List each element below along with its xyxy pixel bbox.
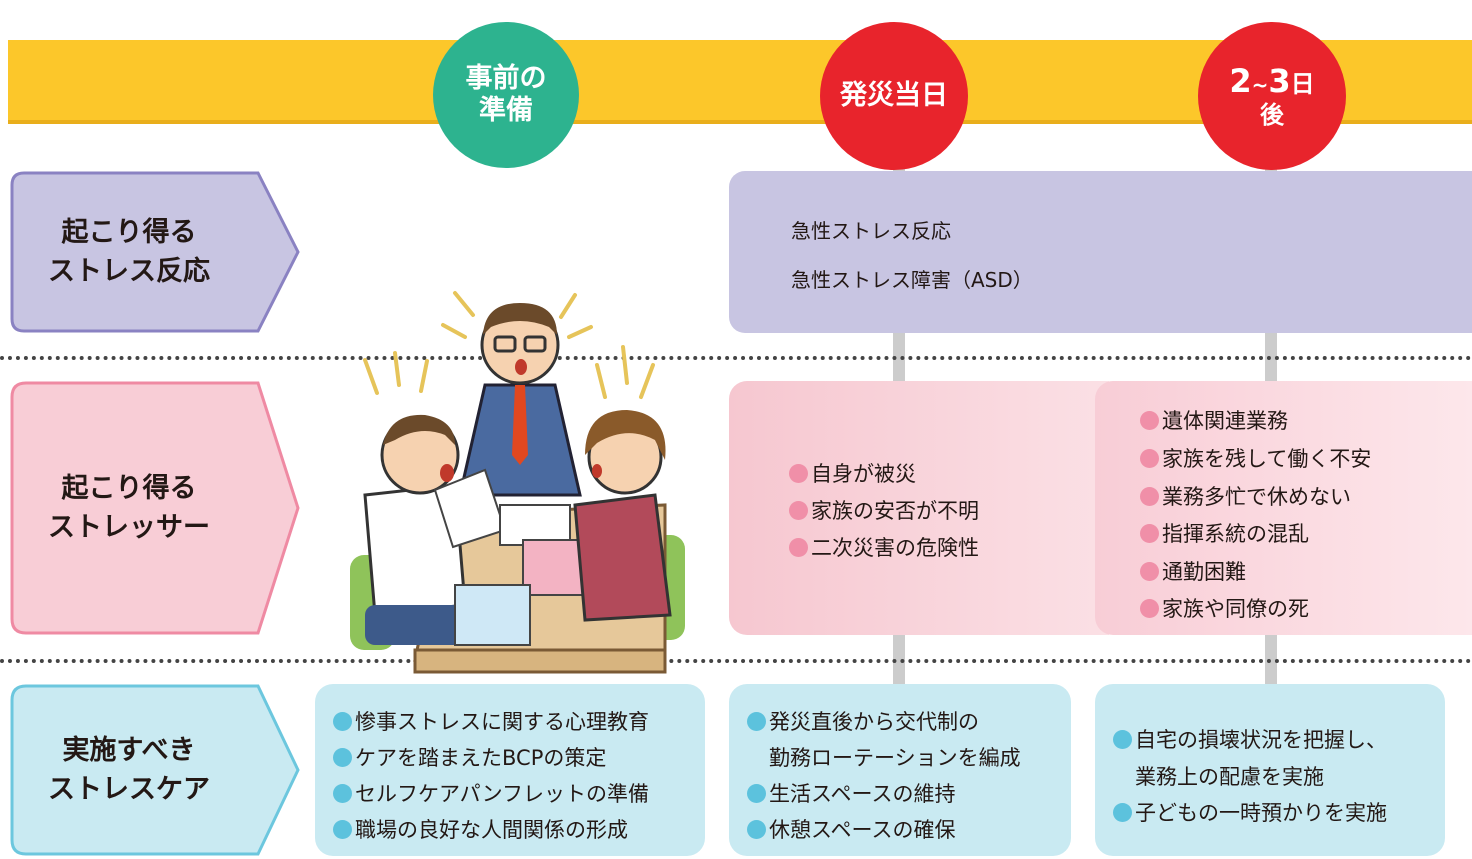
- row-label-care: 実施すべき ストレスケア: [10, 684, 300, 856]
- bullet-icon: [747, 783, 766, 803]
- stressor-after-item: 通勤困難: [1140, 556, 1246, 586]
- bullet-icon: [1140, 523, 1159, 543]
- care-day-text: 生活スペースの維持: [769, 782, 956, 806]
- care-pre-text: セルフケアパンフレットの準備: [355, 782, 649, 806]
- phase-after-num2: 3: [1268, 62, 1291, 101]
- phase-after-num: 2: [1229, 62, 1252, 101]
- stressor-after-item: 家族や同僚の死: [1140, 593, 1309, 623]
- stressor-day-text: 家族の安否が不明: [811, 499, 979, 523]
- bullet-icon: [333, 783, 352, 803]
- care-pre-text: ケアを踏まえたBCPの策定: [355, 746, 607, 770]
- reaction-panel: 急性ストレス反応 急性ストレス障害（ASD）: [729, 171, 1472, 333]
- care-day-text-cont: 勤務ローテーションを編成: [769, 746, 1021, 770]
- care-after-item: 自宅の損壊状況を把握し、: [1113, 724, 1387, 754]
- row-separator-1: [0, 356, 1472, 360]
- stressor-day-text: 二次災害の危険性: [811, 536, 979, 560]
- care-pre-text: 惨事ストレスに関する心理教育: [355, 710, 649, 734]
- care-day-item: 発災直後から交代制の: [747, 706, 979, 736]
- bullet-icon: [1140, 598, 1159, 618]
- stressor-panel-after: 遺体関連業務 家族を残して働く不安 業務多忙で休めない 指揮系統の混乱 通勤困難…: [1095, 381, 1472, 635]
- care-pre-item: セルフケアパンフレットの準備: [333, 778, 649, 808]
- row-label-stressor-line2: ストレッサー: [48, 512, 210, 543]
- row-label-reaction-shape: [10, 171, 300, 333]
- stressor-day-item: 二次災害の危険性: [789, 532, 979, 562]
- care-panel-day: 発災直後から交代制の 勤務ローテーションを編成 生活スペースの維持 休憩スペース…: [729, 684, 1071, 856]
- stressor-after-text: 家族や同僚の死: [1162, 597, 1309, 621]
- phase-disaster-day: 発災当日: [820, 22, 968, 170]
- stressor-day-item: 自身が被災: [789, 458, 916, 488]
- phase-day-label: 発災当日: [840, 79, 948, 111]
- row-label-care-shape: [10, 684, 300, 856]
- care-day-item: 生活スペースの維持: [747, 778, 955, 808]
- stressor-after-item: 家族を残して働く不安: [1140, 443, 1371, 473]
- stressor-day-item: 家族の安否が不明: [789, 495, 979, 525]
- care-pre-item: 職場の良好な人間関係の形成: [333, 814, 628, 844]
- stressor-after-text: 遺体関連業務: [1162, 409, 1288, 433]
- phase-pre-line1: 事前の: [465, 62, 547, 94]
- care-day-text: 休憩スペースの確保: [769, 818, 956, 842]
- bullet-icon: [747, 819, 766, 839]
- bullet-icon: [789, 500, 808, 520]
- stressor-after-text: 業務多忙で休めない: [1162, 485, 1351, 509]
- stressor-after-item: 遺体関連業務: [1140, 405, 1288, 435]
- row-label-reaction: 起こり得る ストレス反応: [10, 171, 300, 333]
- bullet-icon: [789, 537, 808, 557]
- meeting-illustration: [350, 291, 685, 674]
- bullet-icon: [1140, 410, 1159, 430]
- row-label-care-line1: 実施すべき: [62, 734, 196, 766]
- row-label-care-line2: ストレスケア: [48, 774, 210, 805]
- reaction-item-1: 急性ストレス反応: [791, 219, 951, 243]
- bullet-icon: [747, 711, 766, 731]
- stressor-after-item: 業務多忙で休めない: [1140, 481, 1351, 511]
- phase-pre-preparation: 事前の 準備: [433, 22, 579, 168]
- care-pre-text: 職場の良好な人間関係の形成: [355, 818, 628, 842]
- bullet-icon: [333, 819, 352, 839]
- stressor-after-item: 指揮系統の混乱: [1140, 518, 1309, 548]
- row-separator-2: [0, 659, 1472, 663]
- care-panel-pre: 惨事ストレスに関する心理教育 ケアを踏まえたBCPの策定 セルフケアパンフレット…: [315, 684, 705, 856]
- bullet-icon: [1140, 448, 1159, 468]
- care-after-text: 子どもの一時預かりを実施: [1135, 801, 1387, 825]
- care-day-item: 休憩スペースの確保: [747, 814, 955, 844]
- phase-after-unit: 日: [1290, 70, 1315, 99]
- stressor-after-text: 家族を残して働く不安: [1162, 447, 1372, 471]
- bullet-icon: [333, 711, 352, 731]
- phase-after-sep: ~: [1251, 73, 1269, 98]
- phase-after-days: 2~3日 後: [1198, 22, 1346, 170]
- care-after-item: 子どもの一時預かりを実施: [1113, 797, 1387, 827]
- bullet-icon: [333, 747, 352, 767]
- stressor-after-text: 通勤困難: [1162, 560, 1246, 584]
- bullet-icon: [1140, 486, 1159, 506]
- bullet-icon: [1113, 729, 1132, 749]
- care-after-text-cont: 業務上の配慮を実施: [1135, 765, 1324, 789]
- bullet-icon: [789, 463, 808, 483]
- phase-pre-line2: 準備: [479, 95, 533, 126]
- reaction-item-2: 急性ストレス障害（ASD）: [791, 268, 1033, 292]
- row-label-reaction-line1: 起こり得る: [61, 216, 197, 248]
- stress-lines-icon: [363, 291, 655, 399]
- row-label-stressor-shape: [10, 381, 300, 635]
- care-day-text: 発災直後から交代制の: [769, 710, 979, 734]
- bullet-icon: [1113, 802, 1132, 822]
- stressor-after-text: 指揮系統の混乱: [1162, 522, 1309, 546]
- stressor-panel-day: 自身が被災 家族の安否が不明 二次災害の危険性: [729, 381, 1109, 635]
- care-pre-item: ケアを踏まえたBCPの策定: [333, 742, 606, 772]
- row-label-reaction-line2: ストレス反応: [48, 256, 210, 287]
- care-pre-item: 惨事ストレスに関する心理教育: [333, 706, 649, 736]
- care-panel-after: 自宅の損壊状況を把握し、 業務上の配慮を実施 子どもの一時預かりを実施: [1095, 684, 1445, 856]
- row-label-stressor: 起こり得る ストレッサー: [10, 381, 300, 635]
- phase-after-sub: 後: [1260, 100, 1284, 129]
- care-after-text: 自宅の損壊状況を把握し、: [1135, 728, 1387, 752]
- stressor-day-text: 自身が被災: [811, 462, 916, 486]
- bullet-icon: [1140, 561, 1159, 581]
- row-label-stressor-line1: 起こり得る: [61, 472, 197, 504]
